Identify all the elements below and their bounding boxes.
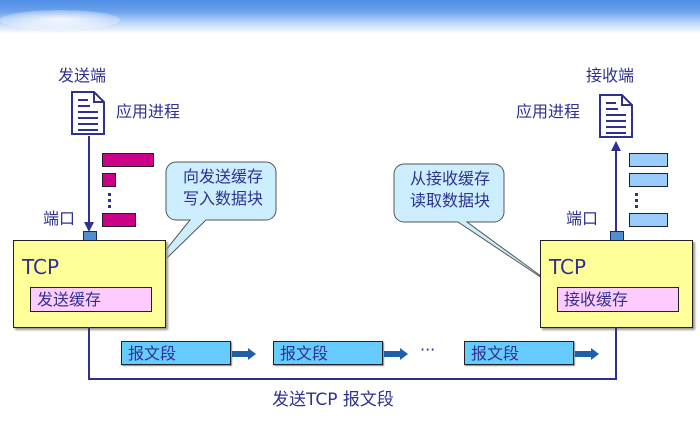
segment-box: 报文段 — [464, 341, 574, 365]
receiver-title: 接收端 — [586, 66, 635, 85]
receiver-dots — [635, 193, 638, 211]
receiver-port-label: 端口 — [566, 209, 599, 228]
arrow-right-icon — [575, 348, 599, 360]
sender-callout-bubble — [132, 161, 277, 292]
receiver-tcp-label: TCP — [549, 255, 587, 279]
sender-title: 发送端 — [58, 66, 107, 85]
header-banner — [0, 0, 700, 34]
sender-data-block — [102, 153, 154, 167]
arrow-right-icon — [232, 348, 256, 360]
bottom-caption: 发送TCP 报文段 — [272, 390, 394, 410]
receiver-data-block — [629, 153, 668, 167]
arrow-right-icon — [384, 348, 408, 360]
sender-data-block — [102, 213, 136, 227]
receiver-callout-line1: 从接收缓存 — [409, 169, 490, 188]
segment-ellipsis: ··· — [420, 340, 436, 359]
sender-tcp-box: TCP 发送缓存 — [13, 240, 166, 328]
receiver-callout: 从接收缓存 读取数据块 — [396, 168, 504, 212]
sender-arrow-head-icon — [84, 222, 94, 232]
sender-data-block — [102, 173, 116, 187]
connection-line-bottom — [88, 378, 617, 380]
sender-callout-line2: 写入数据块 — [182, 189, 263, 208]
receiver-buffer: 接收缓存 — [557, 287, 679, 312]
sender-callout-line1: 向发送缓存 — [182, 167, 263, 186]
sender-process-label: 应用进程 — [116, 102, 181, 121]
receiver-data-block — [629, 173, 668, 187]
receiver-up-line — [615, 148, 617, 232]
receiver-document-icon — [599, 94, 633, 138]
sender-down-line — [88, 136, 90, 228]
connection-line-right — [615, 327, 617, 380]
sender-dots — [108, 193, 111, 211]
receiver-process-label: 应用进程 — [516, 102, 581, 121]
receiver-arrow-head-icon — [611, 141, 621, 151]
receiver-tcp-box: TCP 接收缓存 — [540, 240, 693, 328]
connection-line-left — [88, 327, 90, 380]
sender-tcp-label: TCP — [22, 255, 60, 279]
segment-box: 报文段 — [121, 341, 231, 365]
sender-document-icon — [71, 91, 105, 135]
receiver-callout-line2: 读取数据块 — [409, 191, 490, 210]
receiver-callout-bubble — [393, 163, 561, 291]
segment-box: 报文段 — [273, 341, 383, 365]
sender-buffer: 发送缓存 — [30, 287, 152, 312]
sender-port-label: 端口 — [43, 209, 76, 228]
receiver-data-block — [629, 213, 668, 227]
sender-callout: 向发送缓存 写入数据块 — [168, 166, 278, 210]
